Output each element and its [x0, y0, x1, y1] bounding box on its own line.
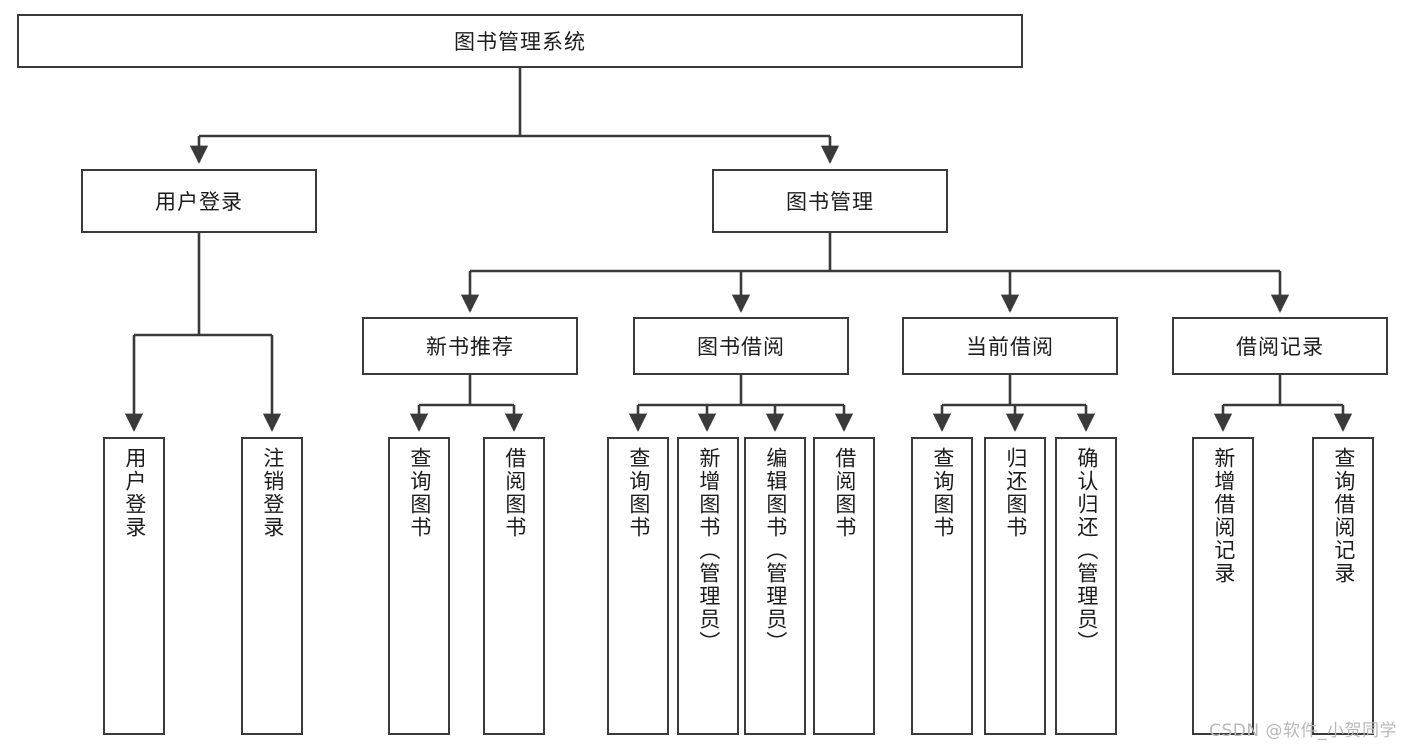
node-user-login-label: 用户登录 [155, 190, 243, 214]
leaf-edit-book-admin[interactable]: 编辑图书（管理员） [744, 437, 806, 735]
leaf-borrow-book-borrow-label: 借阅图书 [832, 447, 857, 539]
leaf-confirm-return-admin[interactable]: 确认归还（管理员） [1055, 437, 1117, 735]
watermark: CSDN @软件_小贺同学 [1209, 721, 1397, 741]
leaf-return-book[interactable]: 归还图书 [984, 437, 1046, 735]
node-new-book-recommend-label: 新书推荐 [426, 335, 514, 359]
leaf-user-login-label: 用户登录 [122, 447, 147, 539]
leaf-borrow-book-recommend[interactable]: 借阅图书 [483, 437, 545, 735]
node-book-borrow-label: 图书借阅 [697, 335, 785, 359]
leaf-return-book-label: 归还图书 [1003, 447, 1028, 539]
leaf-add-borrow-record-label: 新增借阅记录 [1211, 447, 1236, 585]
leaf-query-borrow-record-label: 查询借阅记录 [1331, 447, 1356, 585]
leaf-query-book-recommend-label: 查询图书 [407, 447, 432, 539]
leaf-query-book-current[interactable]: 查询图书 [911, 437, 973, 735]
leaf-query-book-current-label: 查询图书 [930, 447, 955, 539]
leaf-query-book-recommend[interactable]: 查询图书 [388, 437, 450, 735]
leaf-query-book-borrow-label: 查询图书 [626, 447, 651, 539]
leaf-confirm-return-admin-label: 确认归还（管理员） [1074, 447, 1099, 654]
leaf-add-borrow-record[interactable]: 新增借阅记录 [1192, 437, 1254, 735]
leaf-query-borrow-record[interactable]: 查询借阅记录 [1312, 437, 1374, 735]
node-current-borrow[interactable]: 当前借阅 [902, 317, 1118, 375]
leaf-user-logout[interactable]: 注销登录 [241, 437, 303, 735]
leaf-edit-book-admin-label: 编辑图书（管理员） [763, 447, 788, 654]
node-new-book-recommend[interactable]: 新书推荐 [362, 317, 578, 375]
node-book-borrow[interactable]: 图书借阅 [633, 317, 849, 375]
node-root-label: 图书管理系统 [454, 30, 586, 54]
node-user-login[interactable]: 用户登录 [81, 169, 317, 233]
leaf-add-book-admin[interactable]: 新增图书（管理员） [677, 437, 739, 735]
leaf-user-logout-label: 注销登录 [260, 447, 285, 539]
leaf-user-login[interactable]: 用户登录 [103, 437, 165, 735]
leaf-borrow-book-recommend-label: 借阅图书 [502, 447, 527, 539]
leaf-query-book-borrow[interactable]: 查询图书 [607, 437, 669, 735]
node-book-management[interactable]: 图书管理 [712, 169, 948, 233]
leaf-borrow-book-borrow[interactable]: 借阅图书 [813, 437, 875, 735]
node-book-management-label: 图书管理 [786, 190, 874, 214]
node-borrow-record-label: 借阅记录 [1236, 335, 1324, 359]
node-root[interactable]: 图书管理系统 [17, 14, 1023, 68]
node-borrow-record[interactable]: 借阅记录 [1172, 317, 1388, 375]
node-current-borrow-label: 当前借阅 [966, 335, 1054, 359]
leaf-add-book-admin-label: 新增图书（管理员） [696, 447, 721, 654]
